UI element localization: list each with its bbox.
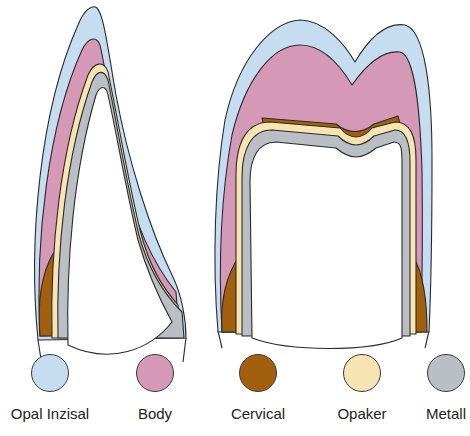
legend-swatch: [427, 354, 465, 392]
incisor-crown: [35, 7, 186, 366]
tooth-stump: [68, 88, 172, 355]
legend-swatch: [343, 354, 381, 392]
root-line: [183, 338, 186, 362]
root-line: [218, 331, 222, 348]
root-line: [425, 331, 429, 348]
legend-label: Metall: [426, 405, 466, 422]
legend-label: Opal Inzisal: [11, 405, 89, 422]
molar-crown: [215, 20, 432, 349]
legend-swatch: [239, 354, 277, 392]
legend-swatch: [136, 354, 174, 392]
tooth-stump: [250, 142, 402, 349]
legend-label: Cervical: [231, 405, 285, 422]
legend-label: Opaker: [337, 405, 386, 422]
legend-label: Body: [138, 405, 172, 422]
legend-swatch: [31, 354, 69, 392]
